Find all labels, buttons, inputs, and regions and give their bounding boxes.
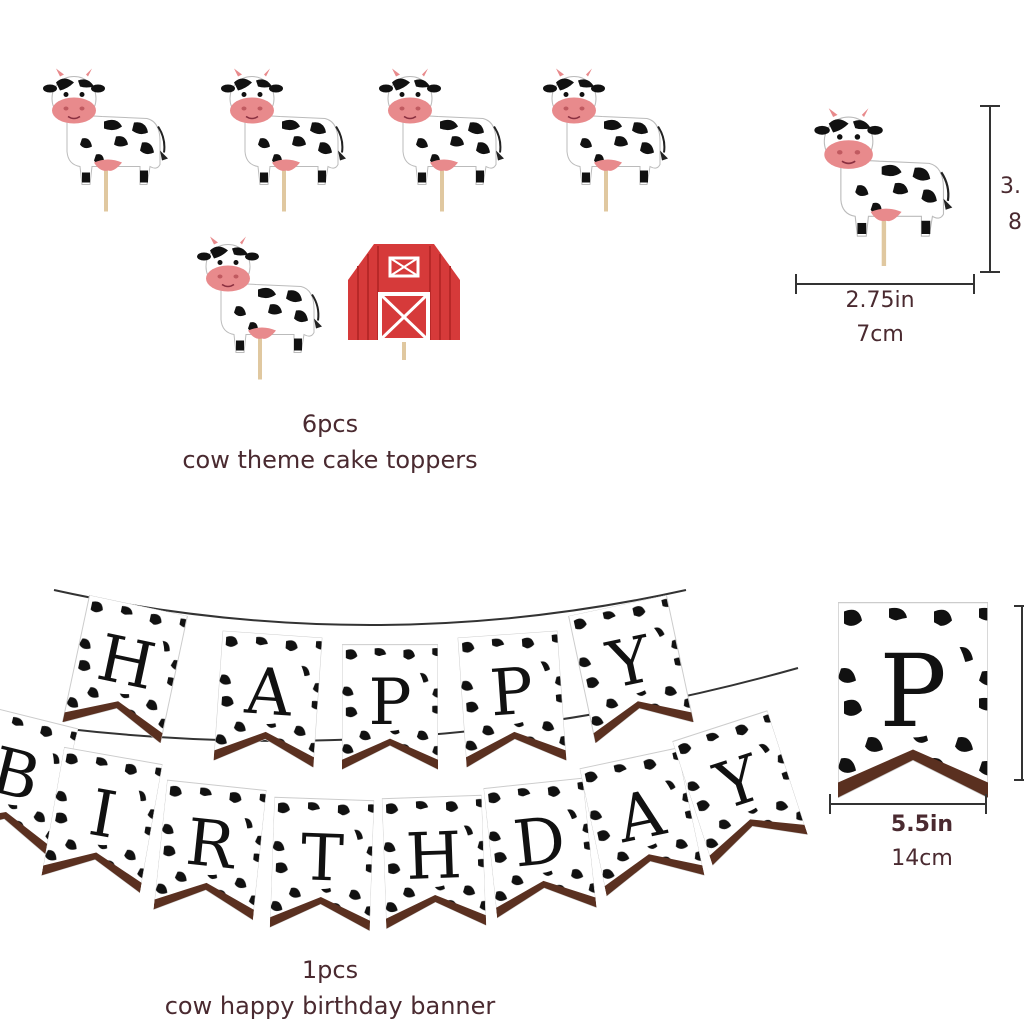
toppers-count-number: 6 — [301, 410, 318, 438]
topper-height-in: 3. — [1000, 174, 1021, 199]
toppers-count-unit: pcs — [317, 410, 359, 438]
banner-flag-row2-1: B — [0, 704, 79, 856]
banner-letter: P — [368, 666, 411, 740]
banner-flag-row1-2: A — [213, 630, 323, 768]
cow-topper-1 — [42, 64, 172, 214]
banner-flag-sample: P — [838, 602, 988, 798]
banner-row1: H A P P Y — [62, 594, 694, 774]
cow-topper-4 — [542, 64, 672, 214]
cow-topper-2 — [220, 64, 350, 214]
banner-letter: A — [242, 654, 295, 731]
banner-flag-row2-2: I — [40, 746, 164, 894]
cow-topper-3 — [378, 64, 508, 214]
banner-flag-row2-7: A — [579, 747, 705, 897]
banner-letter: D — [510, 804, 569, 883]
topper-height-cm: 8 — [1008, 210, 1022, 235]
topper-width-in: 2.75in — [845, 288, 915, 313]
cow-topper-5 — [196, 232, 326, 382]
banner-width-in: 5.5in — [890, 812, 954, 837]
banner-flag-row1-1: H — [62, 594, 188, 744]
banner-flag-row2-5: H — [381, 794, 487, 930]
banner-dimension-lines — [829, 605, 1024, 814]
banner-count: 1pcs — [301, 956, 359, 984]
toppers-description: cow theme cake toppers — [182, 446, 478, 474]
banner-description: cow happy birthday banner — [164, 992, 496, 1020]
topper-width-cm: 7cm — [856, 322, 904, 347]
toppers-count: 6pcs — [270, 410, 390, 438]
banner-letter: P — [488, 655, 536, 732]
banner-letter: H — [405, 819, 463, 895]
banner-flag-row1-3: P — [342, 644, 438, 770]
banner-flag-row2-4: T — [269, 796, 375, 932]
banner-letter: R — [183, 806, 240, 885]
banner-flag-row2-6: D — [482, 777, 598, 919]
banner-flag-row1-5: Y — [568, 594, 694, 744]
banner-row2: B I R T H D A Y — [0, 704, 810, 940]
banner-sample-letter: P — [879, 633, 946, 750]
topper-dimension-lines — [795, 105, 1000, 294]
banner-flag-row1-4: P — [457, 630, 567, 768]
banner-flag-row2-3: R — [152, 779, 268, 921]
banner-flag-row2-8: Y — [671, 710, 809, 866]
banner-letter: T — [300, 821, 346, 896]
barn-topper — [348, 244, 460, 360]
banner-width-cm: 14cm — [891, 846, 953, 871]
